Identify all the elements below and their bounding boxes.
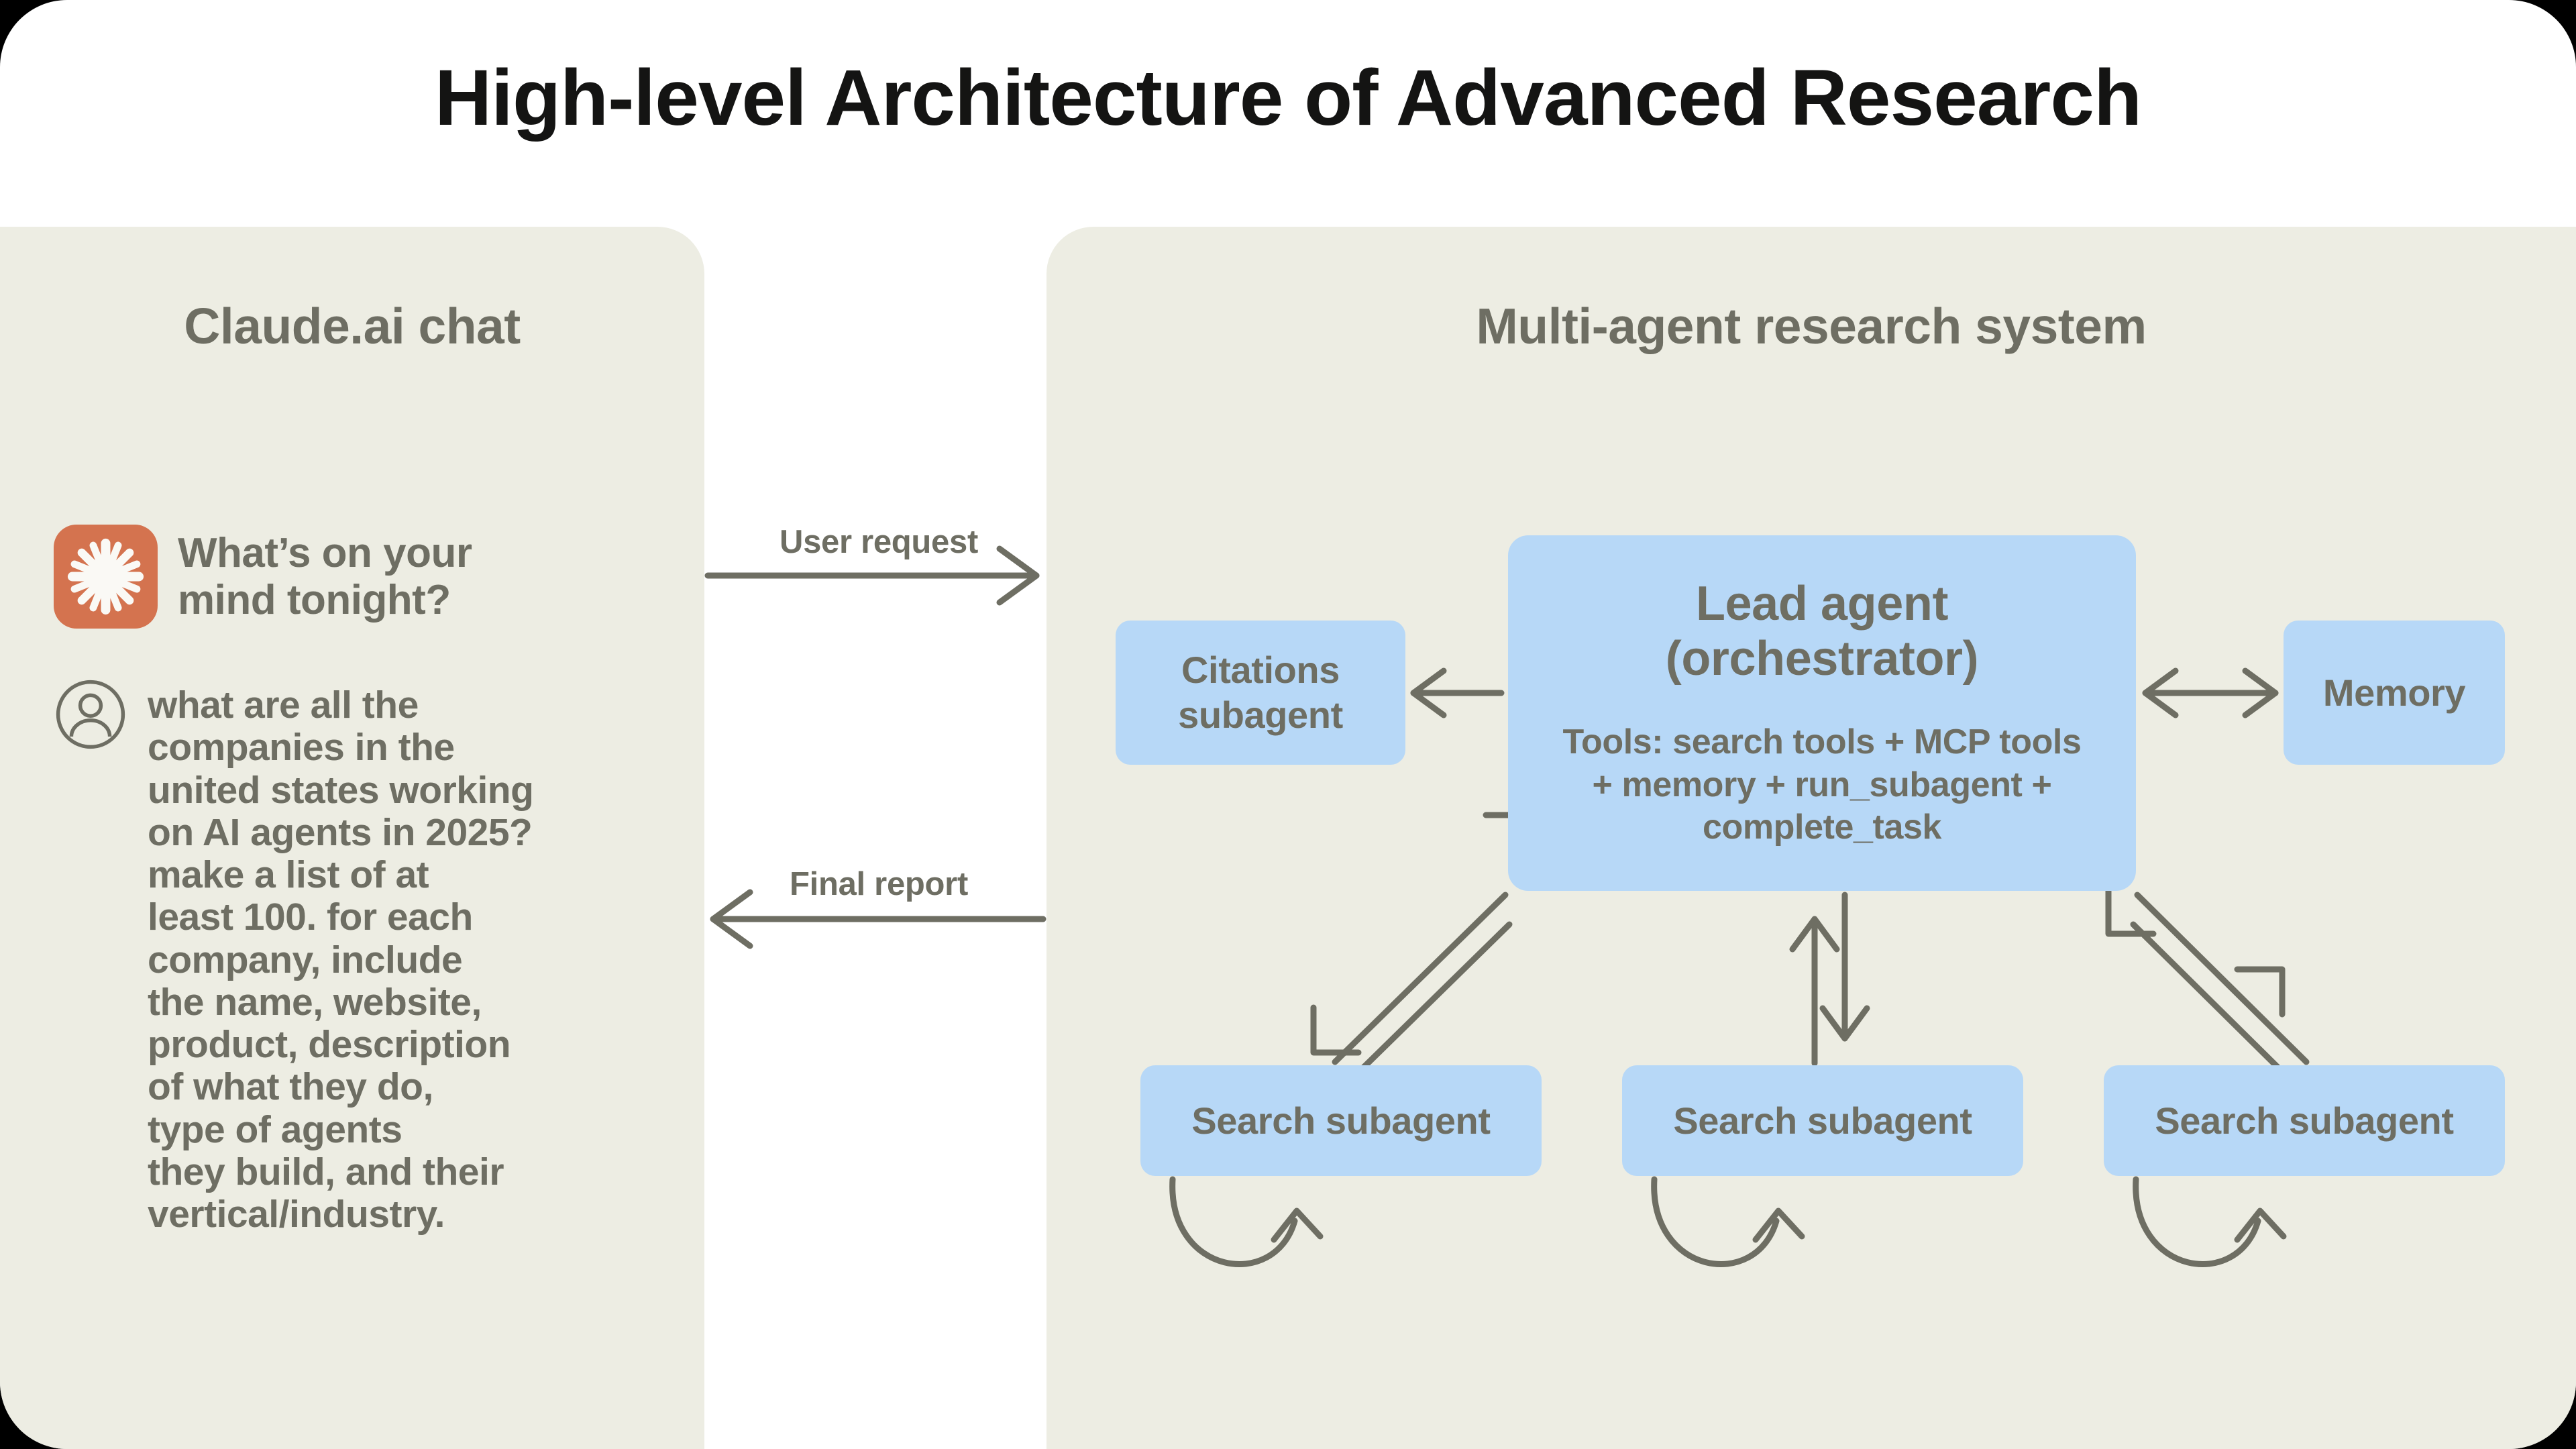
claude-chat-panel-title: Claude.ai chat: [184, 298, 521, 354]
node-search-subagent-1[interactable]: Search subagent: [1140, 1065, 1542, 1176]
assistant-message-text: What’s on your mind tonight?: [178, 530, 472, 624]
user-message-row: what are all the companies in the united…: [54, 678, 644, 1236]
page-title: High-level Architecture of Advanced Rese…: [434, 54, 2142, 142]
claude-chat-panel: Claude.ai chat: [0, 227, 704, 1449]
node-lead-agent-tools: Tools: search tools + MCP tools + memory…: [1562, 722, 2082, 847]
node-memory[interactable]: Memory: [2284, 621, 2505, 765]
user-message-text: what are all the companies in the united…: [148, 684, 534, 1236]
node-lead-agent[interactable]: Lead agent (orchestrator) Tools: search …: [1508, 535, 2136, 891]
node-lead-agent-title: Lead agent (orchestrator): [1665, 577, 1979, 686]
node-search-subagent-3[interactable]: Search subagent: [2104, 1065, 2505, 1176]
user-circle-icon: [54, 678, 127, 751]
flow-label-final-report: Final report: [790, 866, 968, 902]
flow-label-user-request: User request: [780, 524, 978, 560]
node-search-subagent-2[interactable]: Search subagent: [1622, 1065, 2023, 1176]
claude-burst-icon: [54, 525, 158, 629]
node-citations-subagent[interactable]: Citations subagent: [1116, 621, 1405, 765]
multi-agent-system-panel-title: Multi-agent research system: [1476, 298, 2147, 354]
assistant-message-row: What’s on your mind tonight?: [54, 525, 644, 629]
